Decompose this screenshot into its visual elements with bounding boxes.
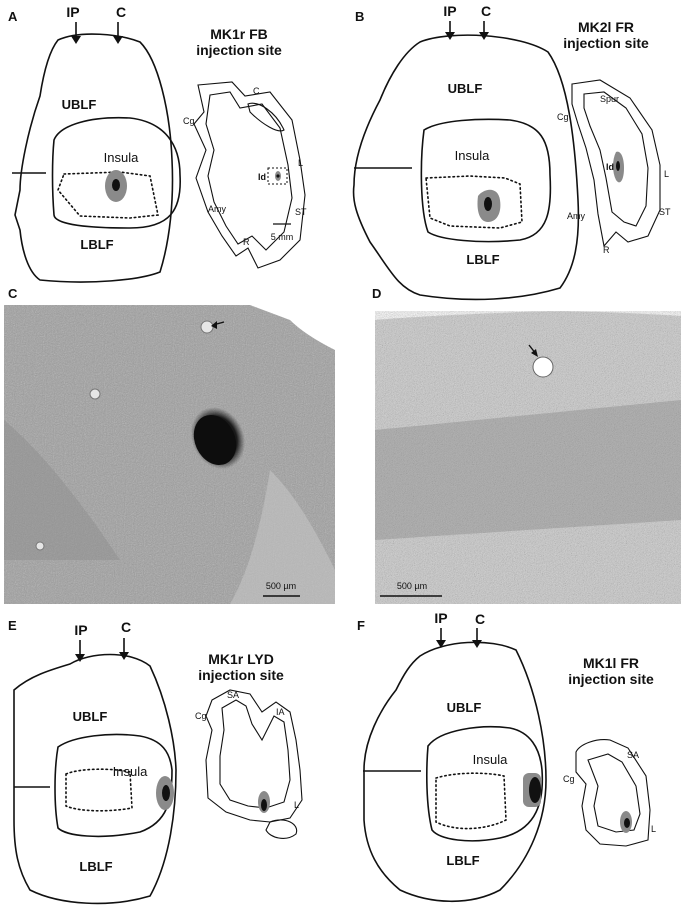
section-label: R — [603, 245, 610, 255]
ublf-label: UBLF — [73, 709, 108, 724]
panel-c: C 500 µm — [4, 286, 335, 604]
section-label: SA — [627, 750, 639, 760]
insula-label: Insula — [473, 752, 508, 767]
panel-f: F IP C UBLF Insula LBLF MK1l FR injectio… — [357, 610, 656, 903]
ublf-label: UBLF — [447, 700, 482, 715]
lblf-label: LBLF — [80, 237, 113, 252]
coronal-section — [575, 739, 651, 847]
section-label: SA — [227, 690, 239, 700]
down-arrow-icon — [75, 638, 129, 662]
insula-outline — [426, 726, 544, 842]
section-label: Cg — [195, 711, 207, 721]
section-label: Id — [606, 162, 614, 172]
section-label: C — [253, 86, 260, 96]
c-label: C — [475, 611, 485, 627]
section-label: L — [298, 158, 303, 168]
down-arrow-icon — [71, 22, 123, 44]
coronal-section — [571, 79, 661, 248]
panel-letter: A — [8, 9, 18, 24]
lblf-label: LBLF — [466, 252, 499, 267]
figure-title: MK2l FR — [578, 19, 634, 35]
section-label: R — [243, 237, 250, 247]
section-label: IA — [276, 707, 285, 717]
down-arrow-icon — [436, 628, 482, 648]
panel-letter: B — [355, 9, 364, 24]
figure-subtitle: injection site — [568, 671, 654, 687]
ublf-label: UBLF — [62, 97, 97, 112]
section-label: L — [651, 824, 656, 834]
section-label: Cg — [183, 116, 195, 126]
panel-a: A IP C UBLF Insula LBLF MK1r FB injectio… — [8, 4, 307, 283]
ip-label: IP — [74, 622, 87, 638]
figure-subtitle: injection site — [198, 667, 284, 683]
ublf-label: UBLF — [448, 81, 483, 96]
frontal-lobe-outline — [13, 653, 177, 905]
section-label: ST — [295, 207, 307, 217]
figure-title: MK1r FB — [210, 26, 268, 42]
c-label: C — [116, 4, 126, 20]
panel-d: D 500 µm — [372, 286, 681, 604]
coronal-section — [193, 81, 306, 269]
lblf-label: LBLF — [79, 859, 112, 874]
figure-subtitle: injection site — [196, 42, 282, 58]
coronal-section — [205, 689, 303, 839]
section-label: Cg — [563, 774, 575, 784]
lblf-label: LBLF — [446, 853, 479, 868]
section-label: L — [664, 169, 669, 179]
frontal-lobe-outline — [352, 34, 580, 301]
down-arrow-icon — [445, 21, 489, 40]
insula-label: Insula — [455, 148, 490, 163]
c-label: C — [121, 619, 131, 635]
figure-title: MK1l FR — [583, 655, 639, 671]
section-label: Id — [258, 172, 266, 182]
panel-letter: C — [8, 286, 18, 301]
scale-label: 500 µm — [266, 581, 296, 591]
panel-letter: F — [357, 618, 365, 633]
scale-label: 500 µm — [397, 581, 427, 591]
section-label: ST — [659, 207, 671, 217]
section-label: L — [294, 800, 299, 810]
insula-outline — [420, 118, 552, 243]
section-label: Amy — [567, 211, 586, 221]
micrograph-d — [375, 311, 681, 604]
frontal-lobe-outline — [363, 641, 547, 903]
figure-title: MK1r LYD — [208, 651, 274, 667]
scale-label: 5 mm — [271, 232, 294, 242]
panel-letter: E — [8, 618, 17, 633]
c-label: C — [481, 3, 491, 19]
ip-label: IP — [434, 610, 447, 626]
insula-outline — [51, 116, 181, 229]
frontal-lobe-outline — [14, 33, 174, 283]
ip-label: IP — [66, 4, 79, 20]
section-label: Cg — [557, 112, 569, 122]
panel-letter: D — [372, 286, 381, 301]
panel-b: B IP C UBLF Insula LBLF MK2l FR injectio… — [352, 3, 671, 301]
panel-e: E IP C UBLF Insula LBLF MK1r LYD injecti… — [8, 618, 303, 905]
section-label: Spur — [600, 94, 619, 104]
micrograph-c — [4, 305, 335, 604]
figure-subtitle: injection site — [563, 35, 649, 51]
insula-outline — [54, 733, 173, 838]
section-label: Amy — [208, 204, 227, 214]
insula-label: Insula — [113, 764, 148, 779]
insula-label: Insula — [104, 150, 139, 165]
ip-label: IP — [443, 3, 456, 19]
